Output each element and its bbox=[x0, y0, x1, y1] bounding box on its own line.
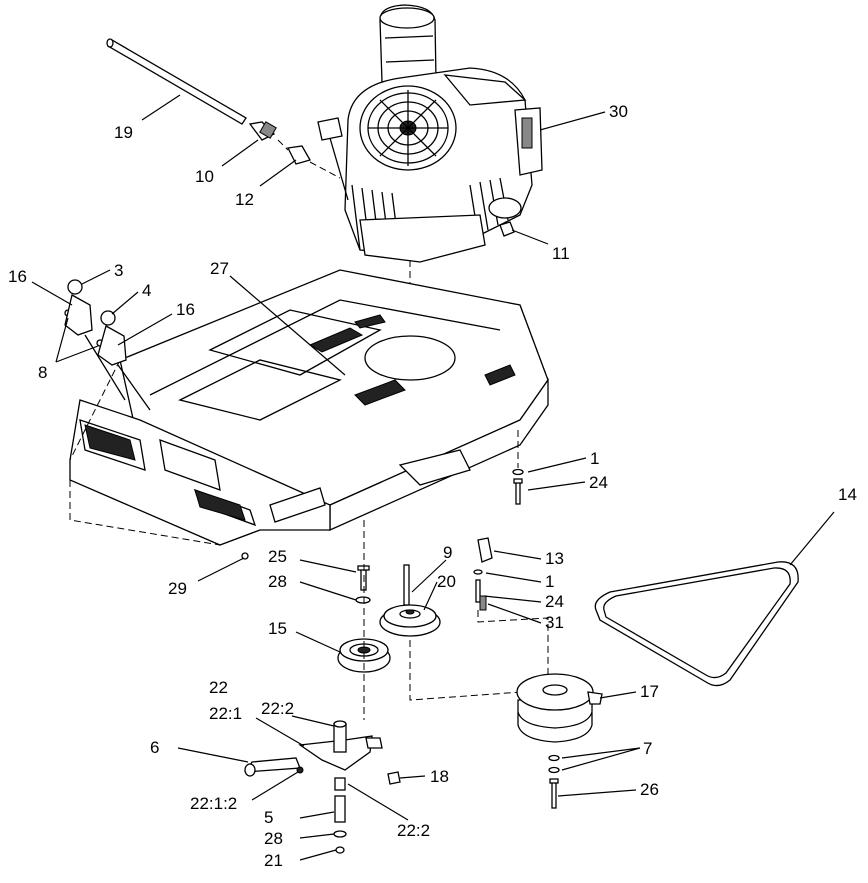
control-levers bbox=[64, 279, 151, 411]
decal-frame-front bbox=[84, 424, 246, 521]
clutch-hardware bbox=[548, 754, 560, 809]
leader-lines bbox=[31, 94, 835, 861]
callout-22-1-2: 22:1:2 bbox=[190, 794, 237, 813]
callout-22-2-upper: 22:2 bbox=[261, 699, 294, 718]
callout-20: 20 bbox=[437, 572, 456, 591]
callout-24-upper: 24 bbox=[589, 473, 608, 492]
callout-27: 27 bbox=[210, 259, 229, 278]
decal-frame-top bbox=[308, 314, 516, 406]
callout-21: 21 bbox=[264, 851, 283, 870]
screw-29 bbox=[241, 552, 249, 560]
bolt-24-washer-1-upper bbox=[512, 430, 524, 505]
idler-arm-22 bbox=[244, 720, 383, 854]
callout-22-1: 22:1 bbox=[209, 704, 242, 723]
callout-24-lower: 24 bbox=[545, 592, 564, 611]
callout-3: 3 bbox=[114, 261, 123, 280]
callout-28-upper: 28 bbox=[268, 572, 287, 591]
callout-17: 17 bbox=[640, 682, 659, 701]
fuel-line-assembly bbox=[106, 38, 341, 179]
pulley-20 bbox=[379, 564, 441, 637]
callout-7: 7 bbox=[643, 739, 652, 758]
clutch-guide-line bbox=[409, 640, 551, 701]
electric-clutch-17 bbox=[516, 673, 603, 743]
callout-22-2-lower: 22:2 bbox=[397, 821, 430, 840]
callout-4: 4 bbox=[142, 281, 151, 300]
callout-10: 10 bbox=[195, 167, 214, 186]
callout-30: 30 bbox=[609, 102, 628, 121]
bolt-18 bbox=[387, 771, 401, 785]
callout-28-lower: 28 bbox=[264, 829, 283, 848]
nut-11 bbox=[499, 221, 515, 237]
callout-16-right: 16 bbox=[176, 300, 195, 319]
callout-1-lower: 1 bbox=[545, 572, 554, 591]
drive-belt bbox=[594, 561, 799, 687]
callout-11: 11 bbox=[552, 244, 570, 263]
callout-25: 25 bbox=[268, 547, 287, 566]
callout-22: 22 bbox=[209, 678, 228, 697]
callout-29: 29 bbox=[168, 579, 187, 598]
callout-15: 15 bbox=[268, 619, 287, 638]
callout-9: 9 bbox=[443, 543, 452, 562]
callout-13: 13 bbox=[545, 549, 564, 568]
callout-1-upper: 1 bbox=[590, 449, 599, 468]
callout-6: 6 bbox=[150, 738, 159, 757]
callout-labels: 30 19 10 12 11 3 16 4 16 8 27 1 24 14 13… bbox=[8, 102, 857, 870]
callout-26: 26 bbox=[640, 780, 659, 799]
callout-16-left: 16 bbox=[8, 267, 27, 286]
frame-assembly bbox=[69, 269, 549, 546]
engine-assembly bbox=[317, 4, 543, 263]
callout-18: 18 bbox=[430, 767, 449, 786]
callout-8: 8 bbox=[38, 363, 47, 382]
bracket-13-hardware bbox=[473, 537, 549, 680]
callout-5: 5 bbox=[264, 808, 273, 827]
callout-31: 31 bbox=[545, 613, 564, 632]
callout-14: 14 bbox=[838, 485, 857, 504]
callout-12: 12 bbox=[235, 190, 254, 209]
callout-19: 19 bbox=[114, 123, 133, 142]
